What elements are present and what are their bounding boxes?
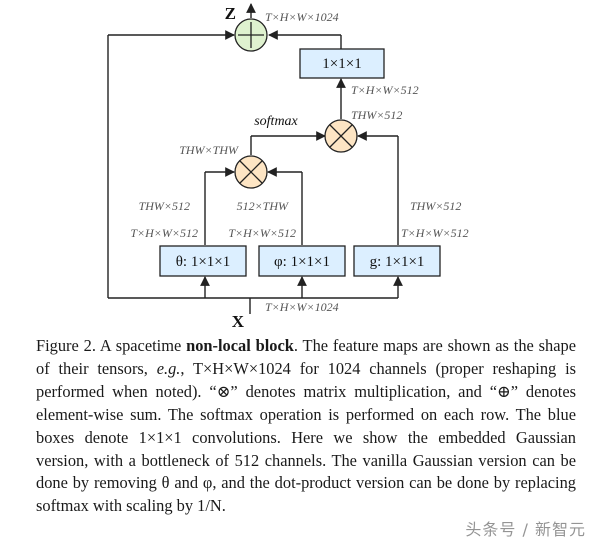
matmul-2-icon bbox=[324, 119, 358, 153]
input-label-x: X bbox=[232, 312, 245, 331]
connection-lines bbox=[107, 3, 403, 314]
caption-text-1: . The feature maps are shown as the shap… bbox=[36, 336, 576, 378]
output-shape: T×H×W×1024 bbox=[265, 10, 339, 24]
non-local-block-diagram: θ: 1×1×1 φ: 1×1×1 g: 1×1×1 1×1×1 Z X T×H… bbox=[107, 3, 469, 331]
g-conv-box: g: 1×1×1 bbox=[353, 245, 441, 277]
g-shape: T×H×W×512 bbox=[401, 226, 469, 240]
softmax-label: softmax bbox=[254, 114, 298, 129]
theta-shape: T×H×W×512 bbox=[130, 226, 198, 240]
caption-title: non-local block bbox=[186, 336, 294, 355]
input-shape: T×H×W×1024 bbox=[265, 300, 339, 314]
caption-paragraph: Figure 2. A spacetime non-local block. T… bbox=[36, 335, 576, 518]
theta-reshaped-shape: THW×512 bbox=[139, 199, 190, 213]
output-label-z: Z bbox=[225, 4, 236, 23]
phi-box-label: φ: 1×1×1 bbox=[274, 254, 330, 270]
output-box-label: 1×1×1 bbox=[322, 56, 361, 72]
matmul-1-icon bbox=[234, 155, 268, 189]
figure-caption: Figure 2. A spacetime non-local block. T… bbox=[36, 335, 576, 518]
theta-conv-box: θ: 1×1×1 bbox=[159, 245, 247, 277]
g-reshaped-shape: THW×512 bbox=[410, 199, 461, 213]
matmul2-shape: THW×512 bbox=[351, 108, 402, 122]
watermark: 头条号 / 新智元 bbox=[465, 520, 586, 539]
caption-prefix: Figure 2. A spacetime bbox=[36, 336, 187, 355]
phi-reshaped-shape: 512×THW bbox=[237, 199, 289, 213]
phi-conv-box: φ: 1×1×1 bbox=[258, 245, 346, 277]
output-conv-box: 1×1×1 bbox=[299, 48, 385, 79]
phi-shape: T×H×W×512 bbox=[228, 226, 296, 240]
attention-shape: THW×THW bbox=[179, 143, 239, 157]
add-icon bbox=[234, 18, 268, 52]
reshaped-back-shape: T×H×W×512 bbox=[351, 83, 419, 97]
caption-text-2: , T×H×W×1024 for 1024 channels (proper r… bbox=[36, 358, 577, 516]
g-box-label: g: 1×1×1 bbox=[370, 254, 425, 270]
caption-eg: e.g. bbox=[156, 358, 181, 378]
theta-box-label: θ: 1×1×1 bbox=[176, 254, 231, 270]
